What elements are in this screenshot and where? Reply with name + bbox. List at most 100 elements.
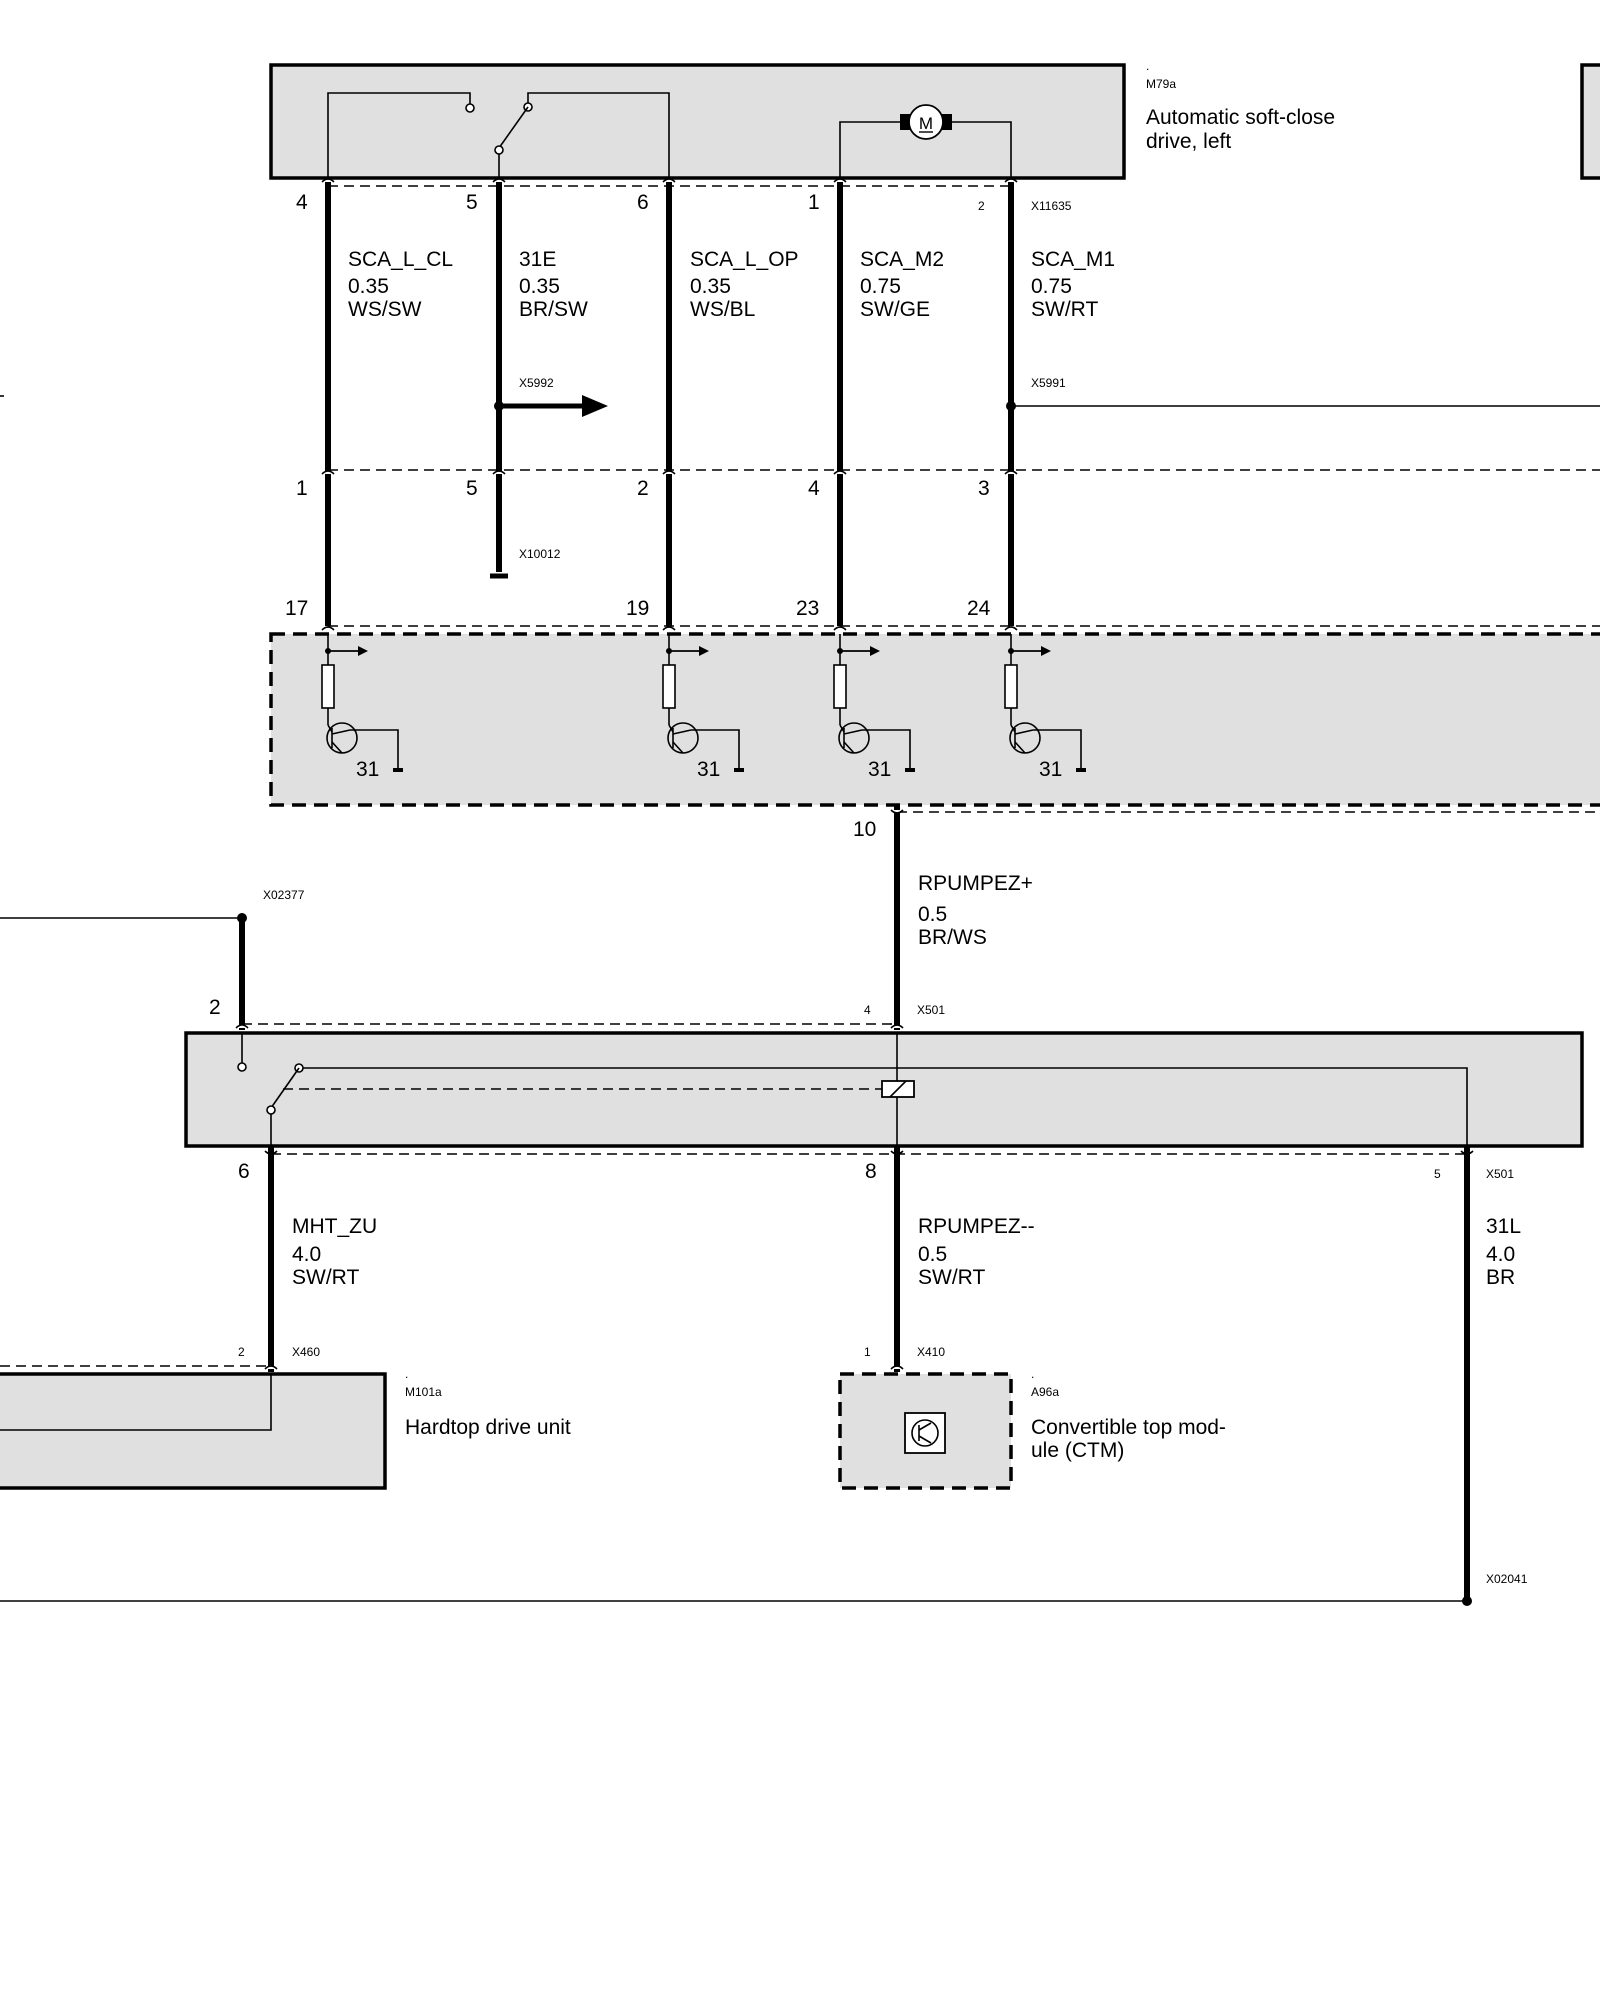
- wire-color: SW/RT: [292, 1266, 359, 1289]
- component-id: M79a: [1146, 77, 1176, 91]
- pin-number: 4: [864, 1003, 871, 1017]
- pin-tab: [662, 470, 676, 475]
- pin-tab: [321, 470, 335, 475]
- output-stage-1: 31: [321, 634, 403, 781]
- pin-tab: [833, 470, 847, 475]
- pin-number: 1: [864, 1345, 871, 1359]
- pin-number: 17: [285, 597, 308, 620]
- wire-size: 0.5: [918, 903, 947, 926]
- switch-wire-right: [527, 92, 670, 178]
- pin-tab: [890, 1024, 904, 1029]
- ctm-module-icon: [904, 1412, 946, 1454]
- pin-tab: [1004, 470, 1018, 475]
- resistor-icon: [321, 664, 335, 709]
- pin-tab: [890, 1365, 904, 1370]
- transistor-emitter: [331, 741, 343, 754]
- transistor-lead: [668, 724, 674, 733]
- ground-lead: [862, 729, 911, 768]
- pin-number: 5: [466, 191, 478, 214]
- connector-label: X501: [1486, 1167, 1514, 1181]
- component-dot: .: [1031, 1367, 1034, 1381]
- motor-brush-right: [942, 114, 952, 130]
- connector-label: X460: [292, 1345, 320, 1359]
- transistor-collector: [672, 729, 692, 735]
- adjacent-component-box: [1580, 63, 1600, 180]
- switch-contact-open: [465, 103, 475, 113]
- ground-number: 31: [356, 758, 379, 781]
- top-wires: [321, 178, 1018, 626]
- wire-signal: SCA_M1: [1031, 248, 1115, 271]
- pin-tab: [321, 626, 335, 631]
- pin-tab: [321, 178, 335, 183]
- transistor-collector: [843, 729, 863, 735]
- arrow-right-icon: [582, 395, 608, 417]
- wire-color: WS/BL: [690, 298, 755, 321]
- transistor-collector: [331, 729, 351, 735]
- transistor-lead: [839, 724, 845, 733]
- pin-number: 4: [296, 191, 308, 214]
- splice-label: X5992: [519, 376, 554, 390]
- arrow-right-icon: [699, 646, 709, 656]
- control-module: 31 31: [269, 625, 1600, 813]
- wire-color: SW/RT: [1031, 298, 1098, 321]
- soft-close-drive-component: M . M79a Automatic soft-close drive, lef…: [269, 59, 1335, 180]
- pin-tab: [1004, 626, 1018, 631]
- pin-tab: [492, 470, 506, 475]
- output-stage-3: 31: [833, 634, 915, 781]
- wire-size: 0.35: [348, 275, 389, 298]
- motor-wire-left: [839, 121, 900, 178]
- transistor-lead: [1010, 724, 1016, 733]
- wire-signal: 31L: [1486, 1215, 1521, 1238]
- pin-number: 10: [853, 818, 876, 841]
- component-name: Automatic soft-close: [1146, 106, 1335, 129]
- component-name: Convertible top mod-: [1031, 1416, 1226, 1439]
- pin-number: 6: [238, 1160, 250, 1183]
- pin-number: 5: [1434, 1167, 1441, 1181]
- wire-size: 0.35: [690, 275, 731, 298]
- pin-tab: [662, 178, 676, 183]
- ground-lead: [350, 729, 399, 768]
- transistor-emitter: [672, 741, 684, 754]
- wire-labels-top: SCA_L_CL 0.35 WS/SW 31E 0.35 BR/SW SCA_L…: [348, 248, 1115, 321]
- ground-number: 31: [697, 758, 720, 781]
- transistor-emitter: [1014, 741, 1026, 754]
- pin-tab: [1004, 178, 1018, 183]
- wire-size: 4.0: [1486, 1243, 1515, 1266]
- wire-signal: RPUMPEZ+: [918, 872, 1033, 895]
- wire-signal: SCA_M2: [860, 248, 944, 271]
- wire-size: 0.75: [860, 275, 901, 298]
- transistor-collector: [1014, 729, 1034, 735]
- relay-switch-blade: [270, 1067, 300, 1109]
- connector-label: X501: [917, 1003, 945, 1017]
- relay-wire-top: [303, 1067, 1468, 1146]
- switch-pivot: [494, 145, 504, 155]
- transistor-lead: [327, 724, 333, 733]
- hardtop-drive-box: [0, 1372, 387, 1490]
- wire-size: 0.75: [1031, 275, 1072, 298]
- ctm-transistor-icon: [911, 1419, 939, 1447]
- component-id: M101a: [405, 1385, 442, 1399]
- wire-color: SW/RT: [918, 1266, 985, 1289]
- component-id: A96a: [1031, 1385, 1059, 1399]
- wire-signal: SCA_L_OP: [690, 248, 799, 271]
- ctm-transistor-collector: [918, 1422, 932, 1431]
- motor-symbol: M: [919, 114, 933, 133]
- wire-color: BR/WS: [918, 926, 987, 949]
- arrow-right-icon: [1041, 646, 1051, 656]
- output-stage-4: 31: [1004, 634, 1086, 781]
- ground-lead: [691, 729, 740, 768]
- ground-number: 31: [868, 758, 891, 781]
- pin-number: 2: [978, 199, 985, 213]
- wire-signal: RPUMPEZ--: [918, 1215, 1035, 1238]
- relay-component: [184, 1031, 1584, 1148]
- wire-size: 0.5: [918, 1243, 947, 1266]
- ctm-component: 1 X410 . A96a Convertible top mod- ule (…: [838, 1345, 1226, 1490]
- splice-label: X02041: [1486, 1572, 1528, 1586]
- hardtop-drive-internal-wire: [0, 1374, 272, 1431]
- wire-size: 0.35: [519, 275, 560, 298]
- pin-tab: [890, 809, 904, 814]
- motor-icon: [908, 104, 944, 140]
- resistor-icon: [833, 664, 847, 709]
- arrow-right-icon: [870, 646, 880, 656]
